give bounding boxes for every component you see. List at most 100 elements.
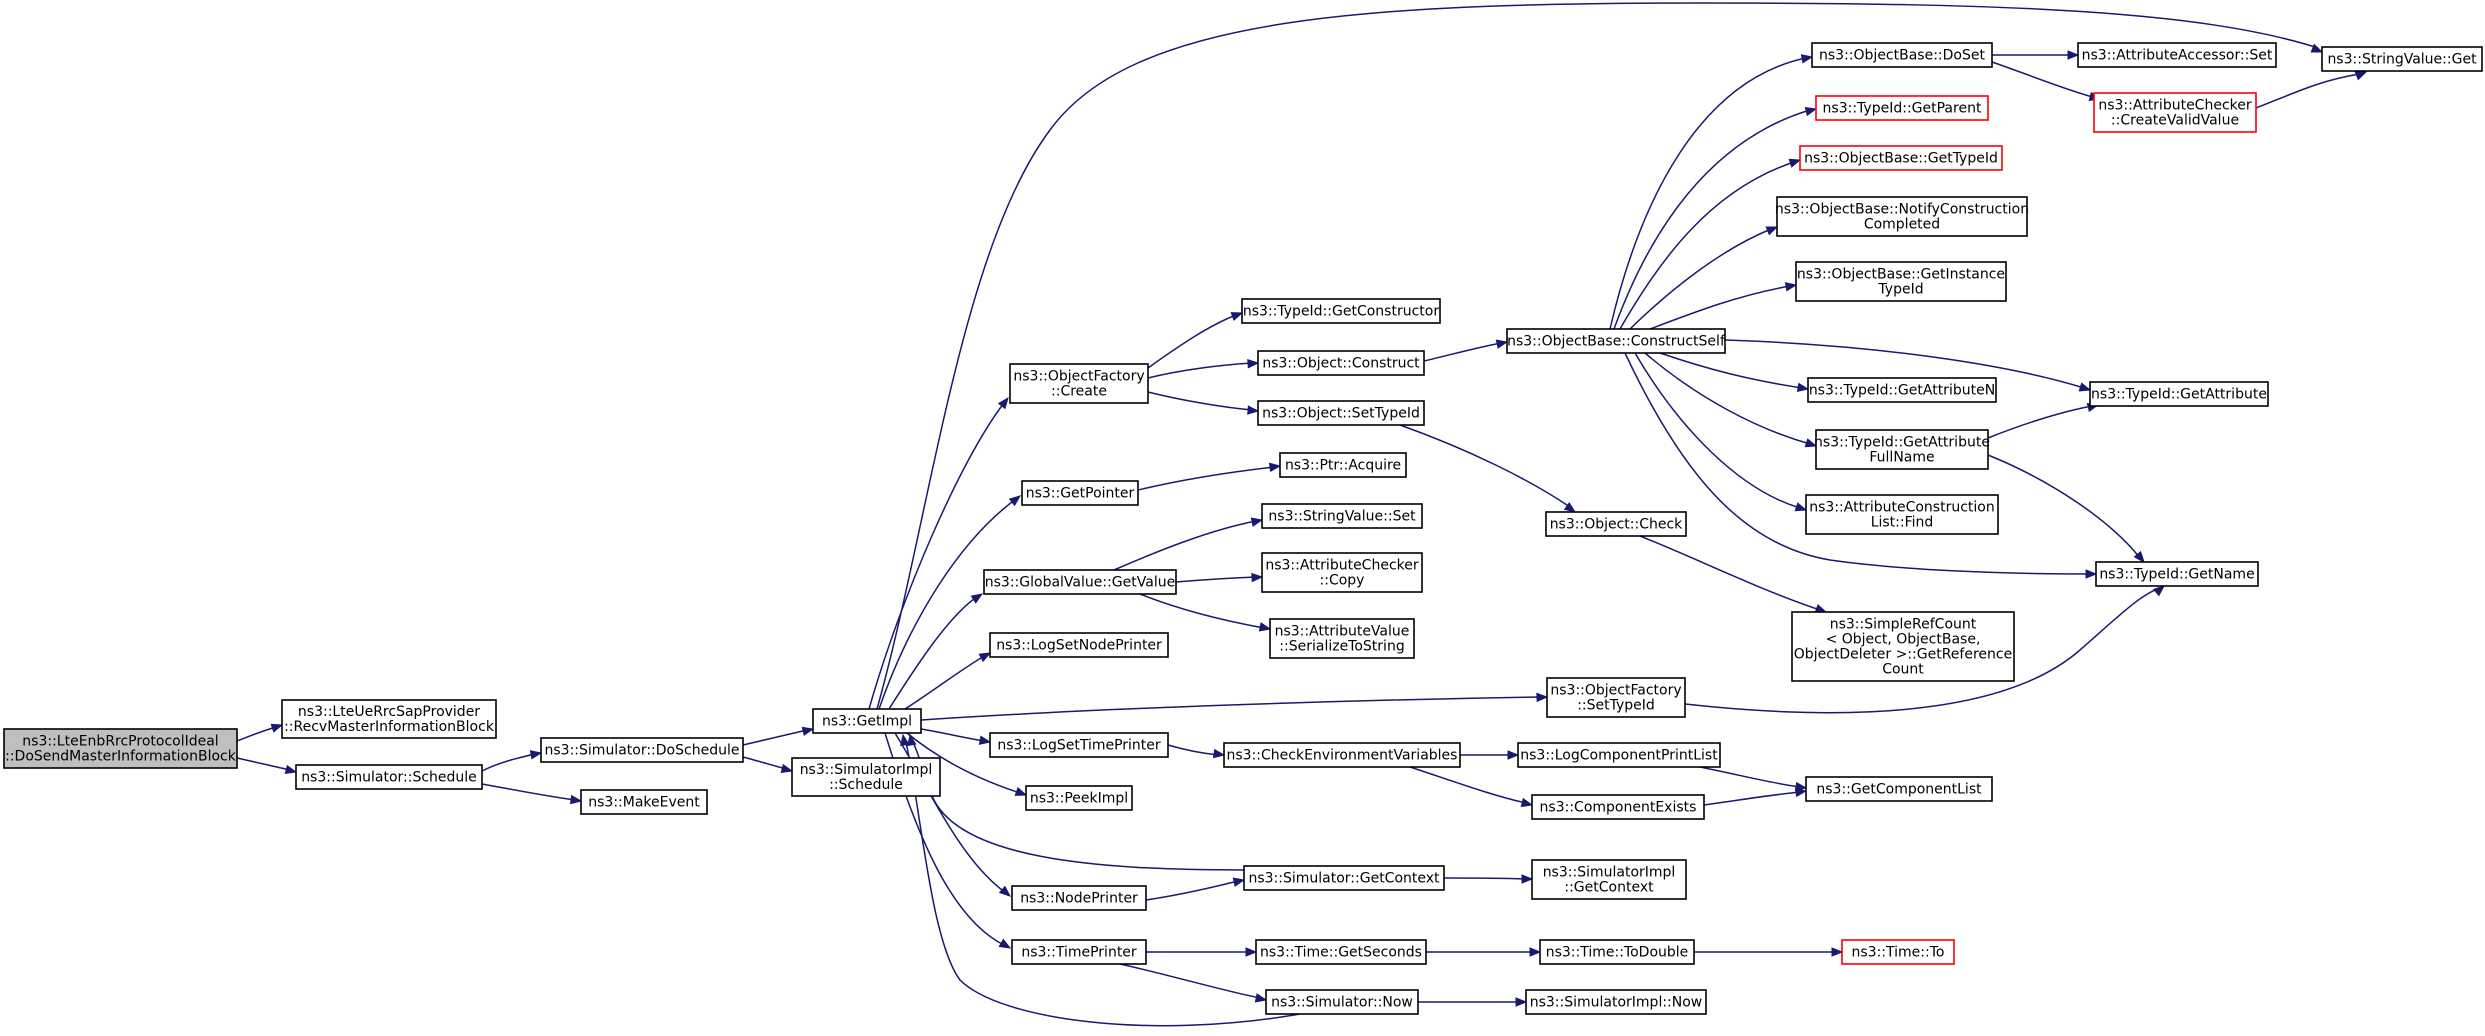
edge-arrowhead [2354,71,2368,81]
node-root[interactable]: ns3::LteEnbRrcProtocolIdeal::DoSendMaste… [3,728,238,769]
node-objconstruct[interactable]: ns3::Object::Construct [1257,350,1425,376]
node-box [295,764,483,790]
node-objsettypeid[interactable]: ns3::Object::SetTypeId [1257,400,1425,426]
node-dosched[interactable]: ns3::Simulator::DoSchedule [540,737,744,763]
node-ofsettypeid[interactable]: ns3::ObjectFactory::SetTypeId [1546,677,1686,718]
node-gvgetvalue[interactable]: ns3::GlobalValue::GetValue [983,569,1177,595]
node-timeprinter[interactable]: ns3::TimePrinter [1011,939,1147,965]
node-simplerefcount[interactable]: ns3::SimpleRefCount< Object, ObjectBase,… [1791,611,2015,682]
node-box [2095,561,2259,587]
node-svset[interactable]: ns3::StringValue::Set [1261,503,1423,529]
node-nodeprinter[interactable]: ns3::NodePrinter [1011,885,1147,911]
node-ptracquire[interactable]: ns3::Ptr::Acquire [1279,452,1407,478]
node-timeto[interactable]: ns3::Time::To [1841,939,1955,965]
node-tidgetparent[interactable]: ns3::TypeId::GetParent [1815,95,1989,121]
node-label: ns3::TypeId::GetParent [1823,101,1982,117]
node-label: ns3::LogComponentPrintList [1520,748,1718,764]
node-label: ns3::AttributeAccessor::Set [2082,48,2273,64]
edge-line [1443,877,1527,880]
node-box [1539,939,1695,965]
edge-arrowhead [1014,786,1028,796]
node-accopy[interactable]: ns3::AttributeChecker::Copy [1261,552,1423,593]
node-label: ns3::TypeId::GetConstructor [1243,304,1439,320]
node-obconstructself[interactable]: ns3::ObjectBase::ConstructSelf [1506,328,1726,354]
node-simgetctx[interactable]: ns3::Simulator::GetContext [1243,865,1445,891]
node-logcompprint[interactable]: ns3::LogComponentPrintList [1517,742,1721,768]
node-label: ns3::PeekImpl [1030,791,1128,807]
node-box [1531,794,1705,820]
node-label: ns3::TimePrinter [1021,945,1137,961]
node-box [3,728,238,769]
node-label: ns3::GetImpl [822,714,912,730]
node-simimplsched[interactable]: ns3::SimulatorImpl::Schedule [791,757,941,797]
node-compexists[interactable]: ns3::ComponentExists [1531,794,1705,820]
node-timetodouble[interactable]: ns3::Time::ToDouble [1539,939,1695,965]
edge-line [894,732,1007,894]
edge-arrowhead [998,938,1012,949]
node-box [812,708,922,734]
node-logsettime[interactable]: ns3::LogSetTimePrinter [989,732,1169,758]
node-label: ::RecvMasterInformationBlock [284,719,495,735]
node-simnow[interactable]: ns3::Simulator::Now [1265,989,1419,1015]
node-peekimpl[interactable]: ns3::PeekImpl [1025,785,1133,811]
node-tidgetname[interactable]: ns3::TypeId::GetName [2095,561,2259,587]
node-simimplnow[interactable]: ns3::SimulatorImpl::Now [1525,989,1707,1015]
node-getpointer[interactable]: ns3::GetPointer [1021,480,1139,506]
edge-arrowhead [1563,501,1577,513]
edge-line [1139,593,1265,629]
edge-arrowhead [1831,947,1844,957]
node-label: ns3::SimulatorImpl::Now [1530,995,1703,1011]
edge-arrowhead [998,885,1012,897]
node-label: List::Find [1871,515,1934,531]
node-objcheck[interactable]: ns3::Object::Check [1545,511,1687,537]
node-getcomplist[interactable]: ns3::GetComponentList [1805,776,1993,802]
node-obdoset[interactable]: ns3::ObjectBase::DoSet [1811,42,1993,68]
node-box [1807,377,1997,403]
node-logsetnode[interactable]: ns3::LogSetNodePrinter [989,632,1169,658]
node-ofcreate[interactable]: ns3::ObjectFactory::Create [1009,363,1149,404]
edge-objconstruct-obconstructself [1423,339,1509,362]
node-box [1506,328,1726,354]
edge-obconstructself-obgetinst [1649,282,1798,330]
node-tidgetattr[interactable]: ns3::TypeId::GetAttribute [2089,381,2269,407]
edge-arrowhead [270,723,284,733]
edge-getimpl-gvgetvalue [888,593,984,710]
node-timegetsec[interactable]: ns3::Time::GetSeconds [1255,939,1427,965]
node-getimpl[interactable]: ns3::GetImpl [812,708,922,734]
edge-getimpl-logsettime [920,728,992,745]
edge-line [1119,963,1261,999]
edge-arrowhead [907,733,917,747]
node-tidgetctor[interactable]: ns3::TypeId::GetConstructor [1241,298,1441,324]
edge-arrowhead [1536,692,1549,703]
node-label: ::Create [1051,384,1107,400]
edge-line [236,757,291,771]
edge-ofcreate-tidgetctor [1147,312,1244,369]
node-recvmib[interactable]: ns3::LteUeRrcSapProvider::RecvMasterInfo… [281,699,497,739]
node-sched[interactable]: ns3::Simulator::Schedule [295,764,483,790]
node-tidgetattrn[interactable]: ns3::TypeId::GetAttributeN [1807,377,1997,403]
node-label: ::DoSendMasterInformationBlock [5,749,237,765]
node-checkenv[interactable]: ns3::CheckEnvironmentVariables [1223,742,1461,768]
node-obnotify[interactable]: ns3::ObjectBase::NotifyConstructionCompl… [1775,196,2029,237]
edge-line [1145,880,1239,901]
edge-arrowhead [1784,282,1798,292]
node-label: ns3::ObjectBase::GetInstance [1797,267,2005,283]
edge-simgetctx-simimplgetctx [1443,874,1534,884]
node-box [1531,859,1687,900]
edge-ofsettypeid-tidgetname [1684,585,2166,714]
node-box [1517,742,1721,768]
node-avser[interactable]: ns3::AttributeValue::SerializeToString [1269,618,1415,659]
edge-line [920,728,985,742]
node-obgettypeid[interactable]: ns3::ObjectBase::GetTypeId [1799,145,2003,171]
edge-tidgetattrfull-tidgetattr [1987,402,2100,439]
node-accreate[interactable]: ns3::AttributeChecker::CreateValidValue [2093,92,2257,133]
node-svget[interactable]: ns3::StringValue::Get [2321,46,2483,72]
node-label: ns3::AttributeConstruction [1809,500,1994,516]
edge-arrowhead [978,735,992,745]
node-simimplgetctx[interactable]: ns3::SimulatorImpl::GetContext [1531,859,1687,900]
node-aaset[interactable]: ns3::AttributeAccessor::Set [2077,42,2277,68]
node-makeevent[interactable]: ns3::MakeEvent [580,789,708,815]
